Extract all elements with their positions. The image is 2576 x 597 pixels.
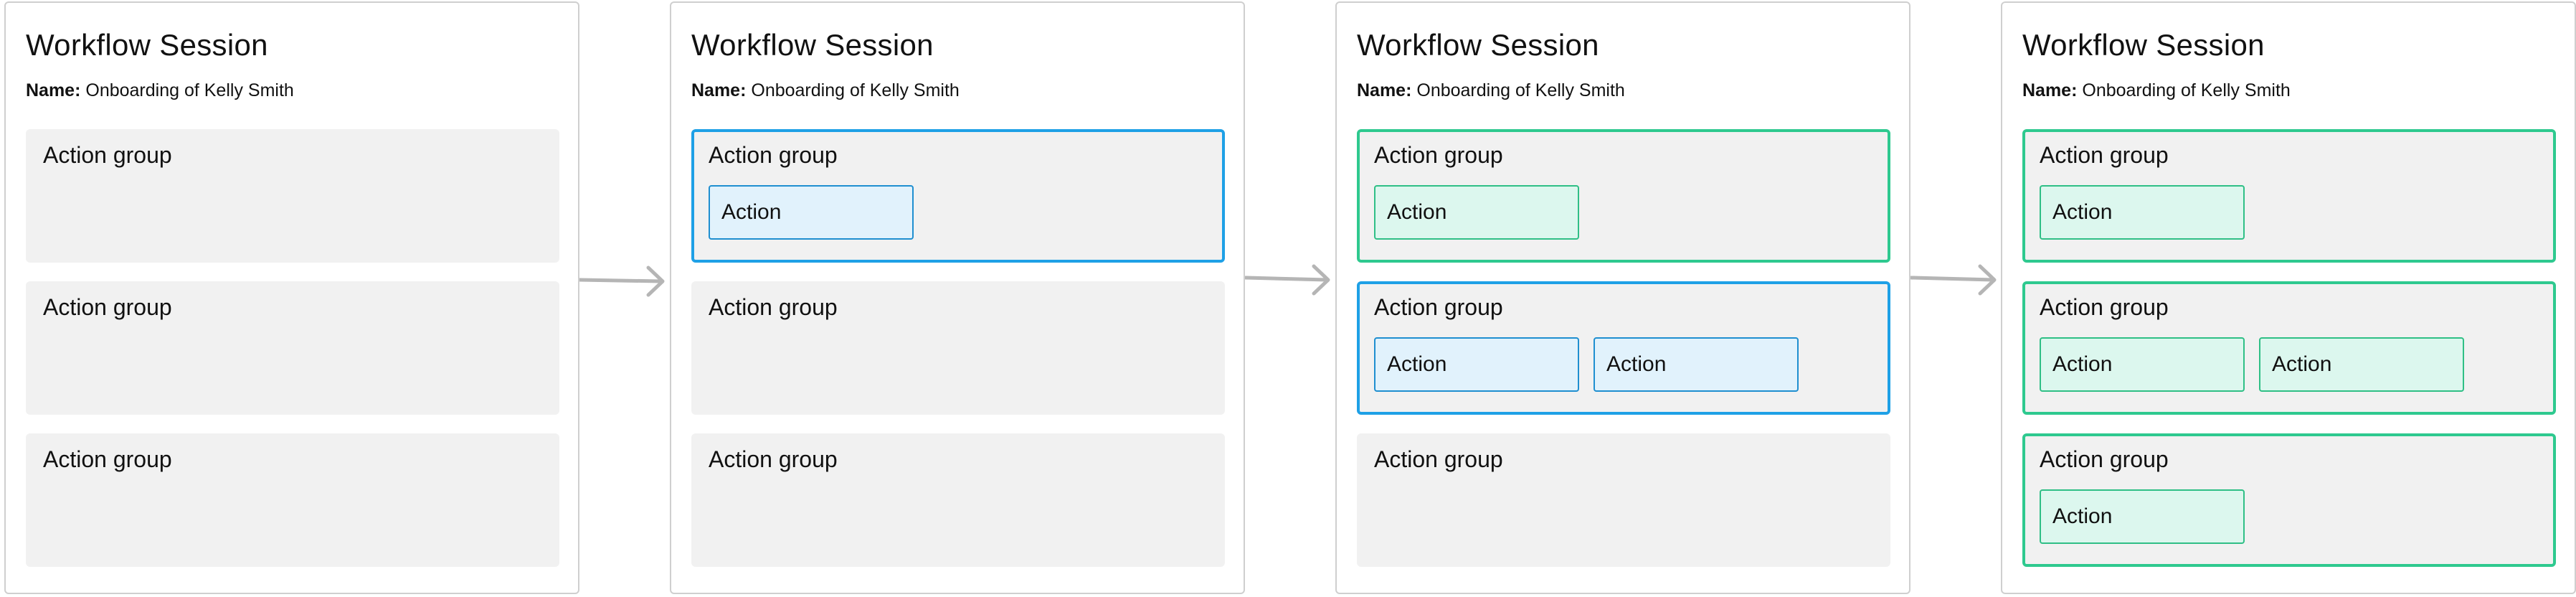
action-box-completed: Action <box>2040 489 2245 544</box>
arrow-3-to-4 <box>1909 264 1997 296</box>
action-group-title: Action group <box>43 294 172 320</box>
action-box-completed: Action <box>2040 185 2245 240</box>
action-box-completed: Action <box>2259 337 2464 392</box>
session-name: Name: Onboarding of Kelly Smith <box>26 79 294 102</box>
card-title: Workflow Session <box>1357 28 1599 62</box>
session-name-value: Onboarding of Kelly Smith <box>2077 80 2291 100</box>
session-name-value: Onboarding of Kelly Smith <box>746 80 960 100</box>
session-name-value: Onboarding of Kelly Smith <box>80 80 294 100</box>
session-name-label: Name: <box>2022 80 2078 100</box>
card-title: Workflow Session <box>26 28 268 62</box>
action-group-1: Action group <box>26 129 559 263</box>
action-box-completed: Action <box>1374 185 1579 240</box>
action-group-title: Action group <box>43 142 172 168</box>
action-group-title: Action group <box>709 446 838 472</box>
arrow-2-to-3 <box>1244 264 1330 296</box>
action-group-title: Action group <box>2040 446 2169 472</box>
action-box-in-progress: Action <box>1374 337 1579 392</box>
action-group-3: Action group <box>1357 433 1890 567</box>
action-group-title: Action group <box>43 446 172 472</box>
action-box-in-progress: Action <box>1594 337 1799 392</box>
action-group-title: Action group <box>709 142 838 168</box>
action-box-in-progress: Action <box>709 185 914 240</box>
action-group-title: Action group <box>709 294 838 320</box>
action-group-2: Action group <box>26 281 559 415</box>
action-box-completed: Action <box>2040 337 2245 392</box>
session-name-label: Name: <box>691 80 747 100</box>
session-name-label: Name: <box>1357 80 1412 100</box>
action-group-title: Action group <box>2040 142 2169 168</box>
session-name-label: Name: <box>26 80 81 100</box>
session-name: Name: Onboarding of Kelly Smith <box>691 79 960 102</box>
arrow-1-to-2 <box>577 265 665 297</box>
action-group-title: Action group <box>1374 142 1503 168</box>
session-name: Name: Onboarding of Kelly Smith <box>2022 79 2291 102</box>
action-group-3: Action group <box>691 433 1225 567</box>
session-name-value: Onboarding of Kelly Smith <box>1411 80 1625 100</box>
action-group-3: Action group <box>26 433 559 567</box>
action-group-title: Action group <box>2040 294 2169 320</box>
action-group-title: Action group <box>1374 446 1503 472</box>
card-title: Workflow Session <box>691 28 934 62</box>
action-group-title: Action group <box>1374 294 1503 320</box>
card-title: Workflow Session <box>2022 28 2265 62</box>
action-group-2: Action group <box>691 281 1225 415</box>
session-name: Name: Onboarding of Kelly Smith <box>1357 79 1625 102</box>
